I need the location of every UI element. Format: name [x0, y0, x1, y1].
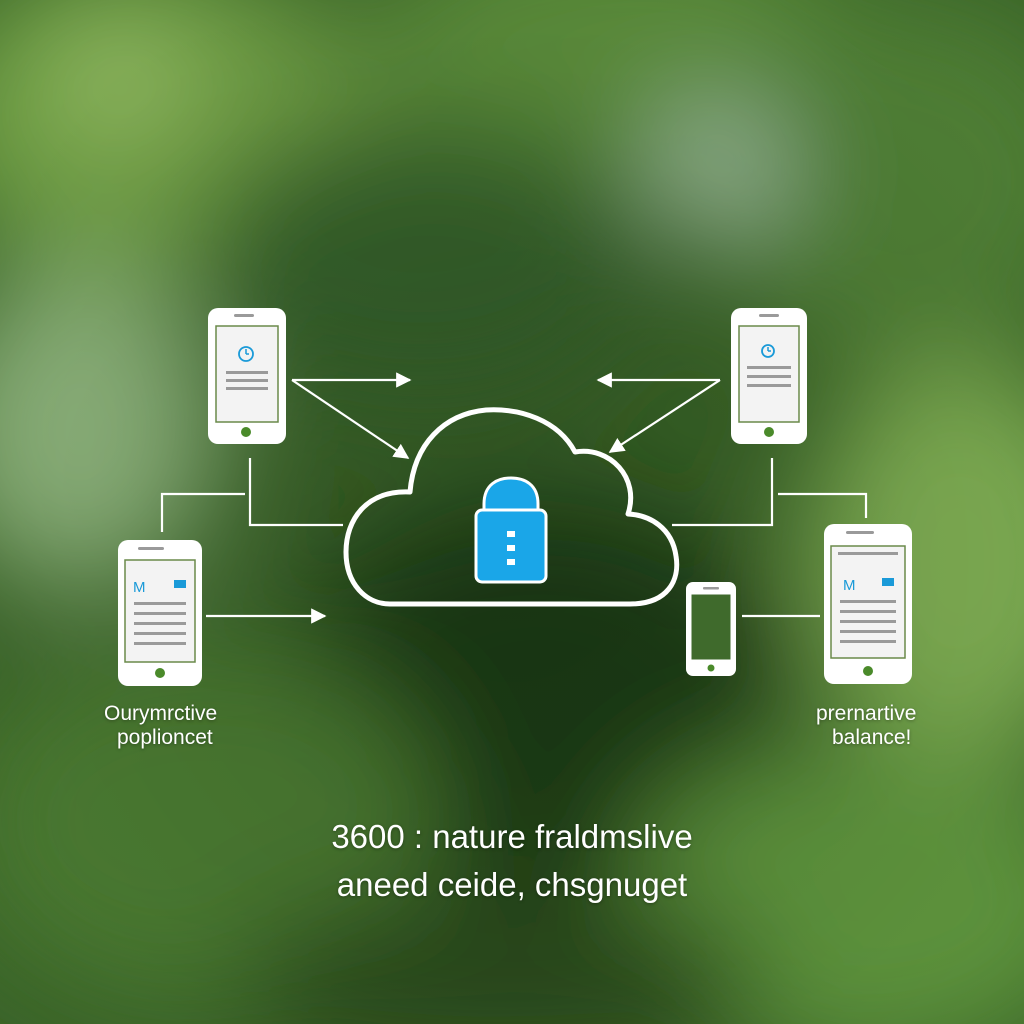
smartphone-icon-left: M	[118, 540, 202, 686]
connector-right-upper	[672, 458, 774, 527]
mail-icon: M	[133, 579, 146, 596]
smartphone-icon-right: M	[824, 524, 912, 684]
connector-left-upper	[248, 458, 343, 527]
connector-left-elbow	[160, 492, 245, 532]
cloud-icon	[343, 407, 680, 607]
clock-icon	[238, 346, 254, 362]
left-label-line-2: poplioncet	[117, 726, 213, 749]
caption-line-1: 3600 : nature fraldmslive	[331, 818, 693, 855]
right-label-line-1: prernartive	[816, 702, 917, 725]
left-label-line-1: Ourymrctive	[104, 702, 218, 725]
smartphone-icon-small	[686, 582, 736, 676]
caption-line-2: aneed ceide, chsgnuget	[336, 866, 688, 903]
mail-icon: M	[843, 577, 856, 594]
clock-icon	[761, 344, 775, 358]
right-label-line-2: balance!	[832, 726, 912, 749]
smartphone-icon-top-right	[731, 308, 807, 444]
smartphone-icon-top-left	[208, 308, 286, 444]
arrow-top-left-diagonal	[291, 379, 410, 459]
arrow-top-right-diagonal	[608, 379, 721, 453]
connector-right-elbow	[778, 492, 868, 518]
padlock-icon	[474, 476, 548, 584]
